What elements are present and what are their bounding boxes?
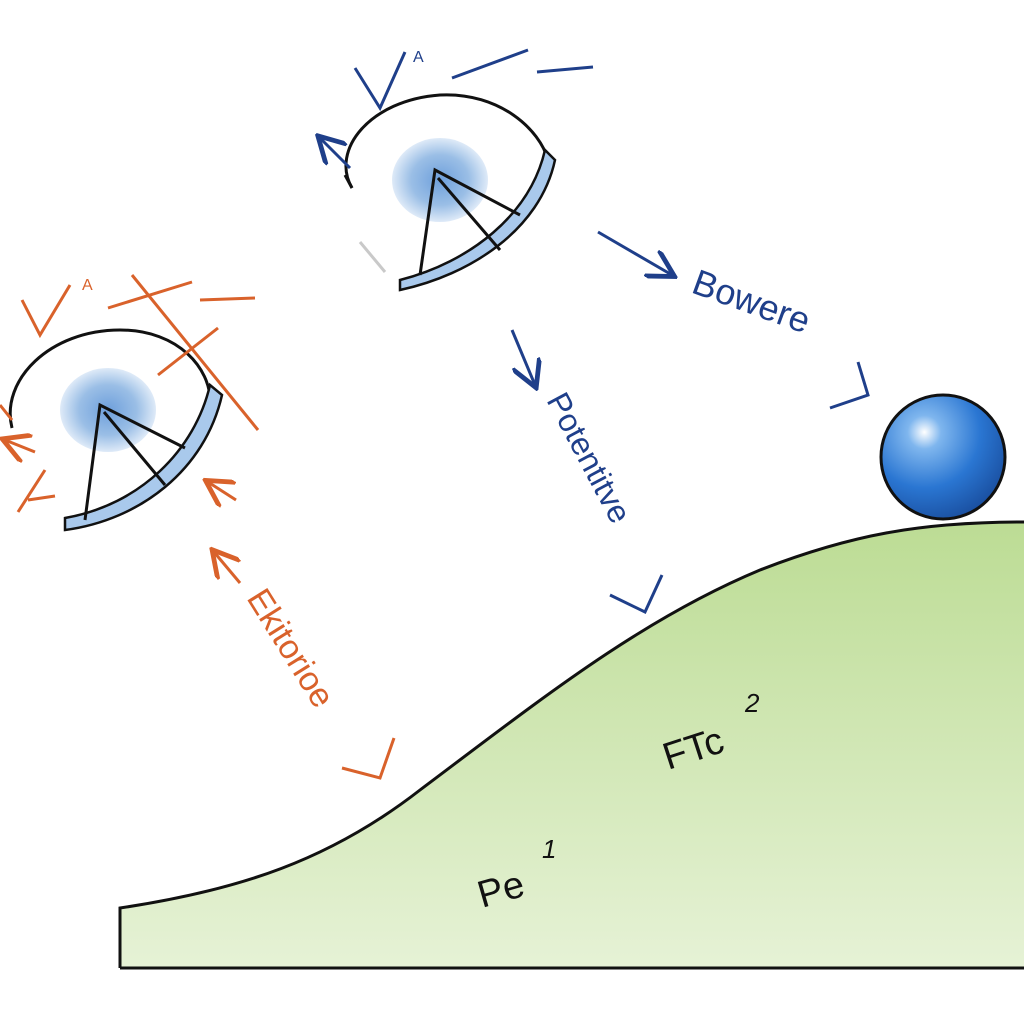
- ball-icon: [879, 393, 1007, 521]
- mark-a-left: A: [82, 277, 93, 294]
- label-pe-exponent: 1: [542, 834, 556, 864]
- tick-potential: [609, 574, 664, 615]
- label-potential: Potentitve: [540, 386, 639, 529]
- dish-icon-left: A: [0, 274, 260, 532]
- arrow-icon-kinetic: [214, 552, 242, 584]
- tick-kinetic: [341, 737, 396, 780]
- label-kinetic: Ekitorioe: [239, 582, 341, 714]
- label-ftc-exponent: 2: [744, 688, 760, 718]
- tick-bowere: [829, 361, 870, 410]
- label-bowere: Bowere: [687, 261, 816, 341]
- dish-icon-top: A: [320, 48, 594, 292]
- hill: [118, 520, 1024, 970]
- mark-a-top: A: [413, 49, 424, 66]
- arrow-icon-potential: [510, 329, 535, 385]
- arrow-icon-bowere: [597, 230, 672, 275]
